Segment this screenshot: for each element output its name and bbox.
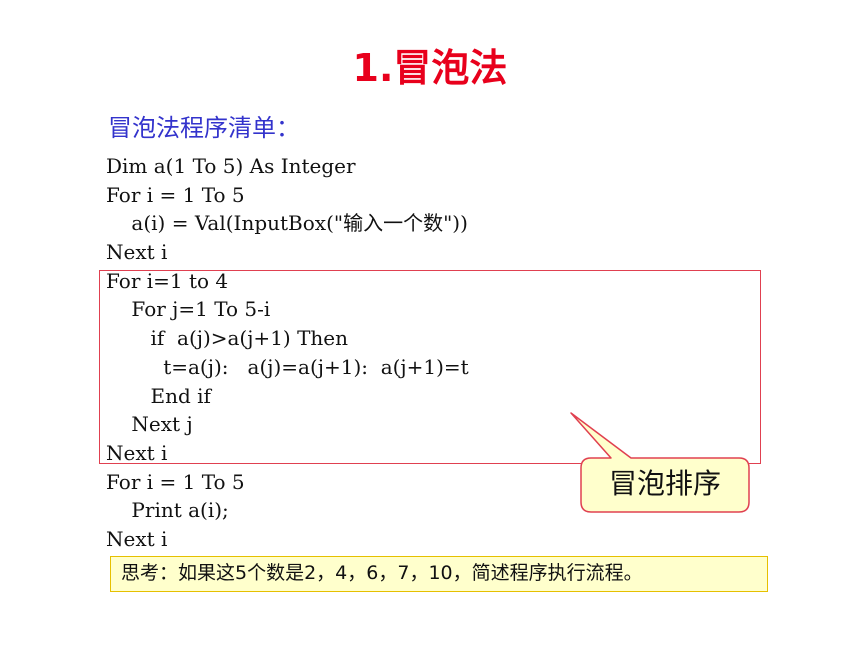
code-line-13: Print a(i);	[106, 498, 229, 523]
code-listing-heading: 冒泡法程序清单：	[108, 114, 300, 142]
code-line-4: Next i	[106, 240, 168, 265]
code-line-2: For i = 1 To 5	[106, 182, 245, 207]
code-line-9: End if	[106, 383, 211, 408]
code-line-11: Next i	[106, 440, 168, 465]
code-line-10: Next j	[106, 412, 193, 437]
code-line-14: Next i	[106, 526, 168, 551]
code-listing: Dim a(1 To 5) As Integer For i = 1 To 5 …	[106, 152, 469, 554]
callout-label: 冒泡排序	[608, 467, 721, 500]
slide-title: 1.冒泡法	[352, 46, 508, 90]
question-box: 思考：如果这5个数是2，4，6，7，10，简述程序执行流程。	[110, 556, 768, 592]
callout-outline	[570, 412, 750, 513]
code-line-3: a(i) = Val(InputBox("输入一个数"))	[106, 211, 468, 236]
code-line-6: For j=1 To 5-i	[106, 297, 271, 322]
code-line-1: Dim a(1 To 5) As Integer	[106, 154, 356, 178]
code-line-8: t=a(j): a(j)=a(j+1): a(j+1)=t	[106, 354, 469, 379]
code-line-7: if a(j)>a(j+1) Then	[106, 326, 349, 351]
code-line-12: For i = 1 To 5	[106, 469, 245, 494]
callout-shape	[570, 412, 750, 513]
bubble-sort-highlight-box	[99, 270, 761, 464]
code-line-5: For i=1 to 4	[106, 268, 229, 293]
